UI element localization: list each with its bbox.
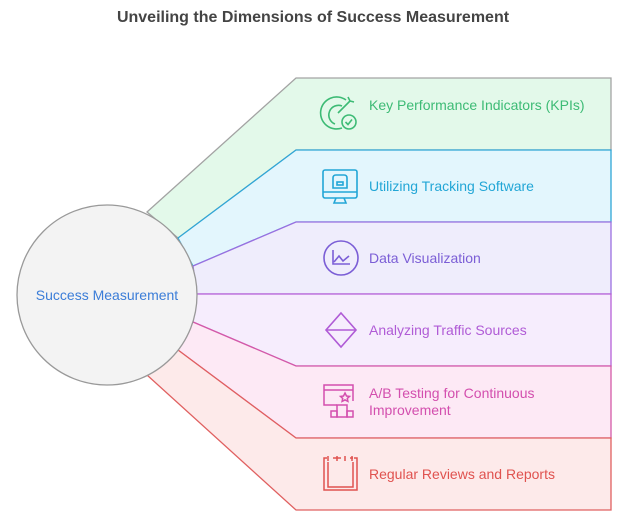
podium-browser-icon [323,384,354,418]
diamond-icon [324,311,358,349]
item-label-kpis: Key Performance Indicators (KPIs) [369,97,585,113]
item-label-tracking-software: Utilizing Tracking Software [369,178,534,194]
item-label-data-visualization: Data Visualization [369,250,481,266]
calendar-icon [323,456,358,491]
item-label-reviews: Regular Reviews and Reports [369,466,555,482]
monitor-icon [322,169,358,204]
target-check-icon [319,96,357,130]
center-circle [16,204,198,386]
line-chart-icon [323,240,359,276]
item-label-ab-testing: A/B Testing for Continuous Improvement [369,385,535,418]
item-label-traffic-sources: Analyzing Traffic Sources [369,322,527,338]
diagram-title: Unveiling the Dimensions of Success Meas… [116,9,510,26]
center-label: Success Measurement [35,286,179,303]
